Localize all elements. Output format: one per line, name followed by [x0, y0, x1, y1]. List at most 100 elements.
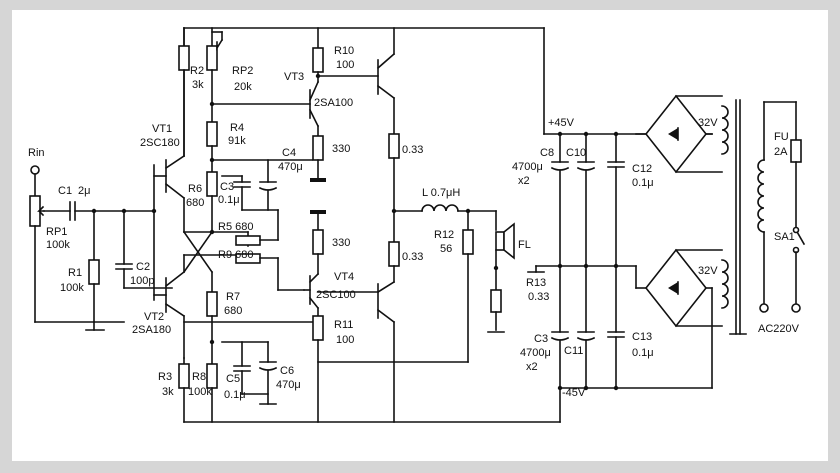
label-r8: R8 — [192, 371, 206, 383]
label-r9: R9 680 — [218, 249, 253, 261]
label-vpos: +45V — [548, 117, 575, 129]
label-rp2: RP2 — [232, 65, 253, 77]
schematic-labels: Rin C1 2μ RP1 100k R1 100k C2 100p VT1 2… — [28, 45, 800, 401]
label-r5: R5 680 — [218, 221, 253, 233]
input-terminal — [30, 165, 40, 175]
label-r6: R6 — [188, 183, 202, 195]
label-r2: R2 — [190, 65, 204, 77]
transformer-secondary-upper — [721, 105, 729, 155]
label-r13-val: 0.33 — [528, 291, 549, 303]
label-c6: C6 — [280, 365, 294, 377]
power-supply — [527, 27, 806, 423]
label-c3a-val: 0.1μ — [218, 194, 240, 206]
label-c3b-x: x2 — [526, 361, 538, 373]
label-rp2-val: 20k — [234, 81, 252, 93]
label-c6-val: 470μ — [276, 379, 301, 391]
label-r4-val: 91k — [228, 135, 246, 147]
label-r1-val: 100k — [60, 282, 84, 294]
label-r6-val: 680 — [186, 197, 204, 209]
label-c4-val: 470μ — [278, 161, 303, 173]
l-inductor — [421, 204, 459, 212]
label-r3-val: 3k — [162, 386, 174, 398]
label-vt1-type: 2SC180 — [140, 137, 180, 149]
label-r10-val: 100 — [336, 59, 354, 71]
r12-resistor — [462, 229, 474, 255]
label-c11: C11 — [564, 345, 583, 357]
label-vneg: -45V — [562, 387, 586, 399]
label-v32a: 32V — [698, 117, 718, 129]
r330b-resistor — [312, 229, 324, 255]
label-r7: R7 — [226, 291, 240, 303]
bias-network — [178, 27, 561, 423]
label-re2: 0.33 — [402, 251, 423, 263]
label-c10: C10 — [566, 147, 586, 159]
label-c5: C5 — [226, 373, 240, 385]
label-vt3: VT3 — [284, 71, 304, 83]
label-c13-val: 0.1μ — [632, 347, 654, 359]
label-fl: FL — [518, 239, 531, 251]
r330a-resistor — [312, 135, 324, 161]
fu-fuse — [790, 139, 802, 163]
label-c3a: C3 — [220, 181, 234, 193]
re1-resistor — [388, 133, 400, 159]
label-r11: R11 — [334, 319, 353, 331]
label-sa1: SA1 — [774, 231, 795, 243]
label-vt4: VT4 — [334, 271, 354, 283]
label-r8-val: 100k — [188, 386, 212, 398]
r3-resistor — [178, 363, 190, 389]
label-r11-val: 100 — [336, 334, 354, 346]
label-r4: R4 — [230, 122, 244, 134]
label-v32b: 32V — [698, 265, 718, 277]
label-c8-val: 4700μ — [512, 161, 543, 173]
input-stage — [29, 165, 173, 331]
r4-resistor — [206, 121, 218, 147]
label-c3b: C3 — [534, 333, 548, 345]
label-c8: C8 — [540, 147, 554, 159]
r6-resistor — [206, 171, 218, 197]
label-re1: 0.33 — [402, 144, 423, 156]
amplifier-schematic: Rin C1 2μ RP1 100k R1 100k C2 100p VT1 2… — [28, 27, 806, 423]
label-fu-val: 2A — [774, 146, 788, 158]
label-vt3-type: 2SA100 — [314, 97, 353, 109]
ac-terminal-left — [759, 303, 769, 313]
label-rin: Rin — [28, 147, 45, 159]
label-r12: R12 — [434, 229, 454, 241]
label-rp1-val: 100k — [46, 239, 70, 251]
label-l: L 0.7μH — [422, 187, 460, 199]
label-r7-val: 680 — [224, 305, 242, 317]
r10-resistor — [312, 47, 324, 73]
label-c12: C12 — [632, 163, 652, 175]
label-c5-val: 0.1μ — [224, 389, 246, 401]
ac-terminal-right — [791, 303, 801, 313]
r1-resistor — [88, 259, 100, 285]
label-c1: C1 — [58, 185, 72, 197]
label-ac: AC220V — [758, 323, 800, 335]
r8-resistor — [206, 363, 218, 389]
label-r330b: 330 — [332, 237, 350, 249]
output-stage — [303, 27, 515, 423]
label-r10: R10 — [334, 45, 354, 57]
label-c3b-val: 4700μ — [520, 347, 551, 359]
label-r2-val: 3k — [192, 79, 204, 91]
label-vt1: VT1 — [152, 123, 172, 135]
r2-resistor — [178, 45, 190, 71]
rp2-potentiometer — [206, 45, 218, 71]
label-c4: C4 — [282, 147, 296, 159]
label-r12-val: 56 — [440, 243, 452, 255]
label-r13: R13 — [526, 277, 546, 289]
label-c2: C2 — [136, 261, 150, 273]
schematic-sheet: Rin C1 2μ RP1 100k R1 100k C2 100p VT1 2… — [12, 10, 828, 461]
r5-resistor — [235, 235, 261, 246]
label-c8-x: x2 — [518, 175, 530, 187]
label-vt4-type: 2SC100 — [316, 289, 356, 301]
re2-resistor — [388, 241, 400, 267]
label-vt2-type: 2SA180 — [132, 324, 171, 336]
label-vt2: VT2 — [144, 311, 164, 323]
label-r3: R3 — [158, 371, 172, 383]
label-c2-val: 100p — [130, 275, 154, 287]
transformer-secondary-lower — [721, 259, 729, 309]
label-r1: R1 — [68, 267, 82, 279]
speaker — [495, 231, 505, 251]
label-fu: FU — [774, 131, 789, 143]
